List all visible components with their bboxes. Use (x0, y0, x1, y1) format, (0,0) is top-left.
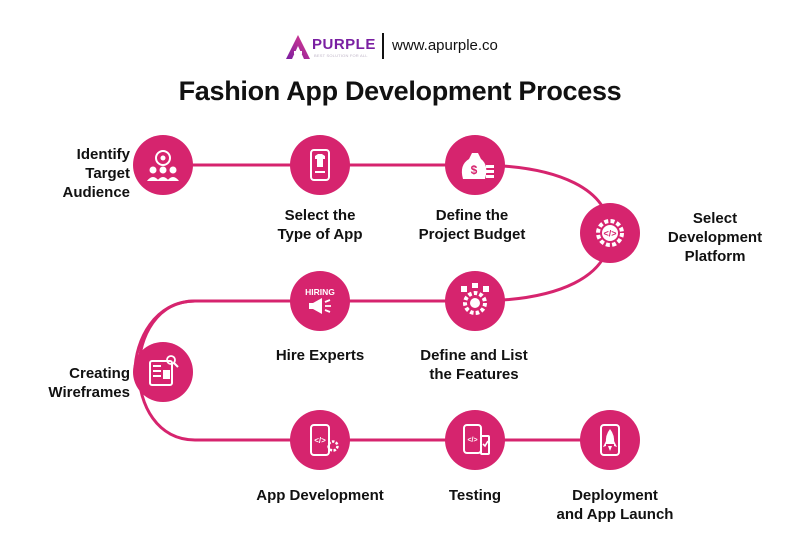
step-node-wireframes (133, 342, 193, 402)
step-circle (290, 410, 350, 470)
step-node-type (290, 135, 350, 195)
step-label-wireframes: Creating Wireframes (48, 365, 130, 401)
wireframe-icon (149, 355, 179, 386)
step-label-features: Define and List the Features (420, 347, 528, 383)
brand-tagline: BEST SOLUTION FOR ALL (314, 53, 368, 58)
step-label-budget: Define the Project Budget (418, 207, 526, 243)
money-bag-icon: $ (461, 153, 494, 179)
page-title: Fashion App Development Process (178, 76, 622, 106)
svg-text:$: $ (471, 163, 478, 177)
step-node-hire: HIRING (290, 271, 350, 331)
svg-text:</>: </> (467, 437, 477, 444)
header-divider (382, 33, 384, 59)
rocket-icon (600, 424, 620, 456)
step-label-target: Identify Target Audience (62, 146, 130, 201)
svg-text:</>: </> (314, 436, 326, 445)
step-label-hire: Hire Experts (275, 347, 365, 364)
hiring-megaphone-icon: HIRING (305, 287, 335, 314)
testing-icon: </> (463, 424, 490, 455)
apurple-logo: PURPLE BEST SOLUTION FOR ALL (285, 32, 377, 62)
step-label-development: App Development (256, 487, 384, 504)
header: PURPLE BEST SOLUTION FOR ALL www.apurple… (0, 30, 800, 64)
mobile-app-icon (310, 149, 330, 181)
audience-target-icon (147, 150, 179, 181)
step-node-platform: </> (580, 203, 640, 263)
feature-gear-icon (461, 283, 489, 315)
code-gear-icon: </> (596, 219, 624, 247)
app-code-icon: </> (310, 424, 339, 456)
step-label-testing: Testing (448, 487, 502, 504)
step-node-testing: </> (445, 410, 505, 470)
brand-name: PURPLE (312, 36, 376, 53)
logo-mark-icon (286, 35, 310, 59)
step-circle (445, 410, 505, 470)
step-label-platform: Select Development Platform (667, 210, 763, 265)
step-node-features (445, 271, 505, 331)
step-node-target (133, 135, 193, 195)
step-label-launch: Deployment and App Launch (556, 487, 674, 523)
step-node-launch (580, 410, 640, 470)
step-label-type: Select the Type of App (277, 207, 363, 243)
step-node-budget: $ (445, 135, 505, 195)
site-url[interactable]: www.apurple.co (392, 37, 498, 54)
svg-text:</>: </> (603, 229, 616, 239)
step-node-development: </> (290, 410, 350, 470)
svg-text:HIRING: HIRING (305, 287, 335, 297)
